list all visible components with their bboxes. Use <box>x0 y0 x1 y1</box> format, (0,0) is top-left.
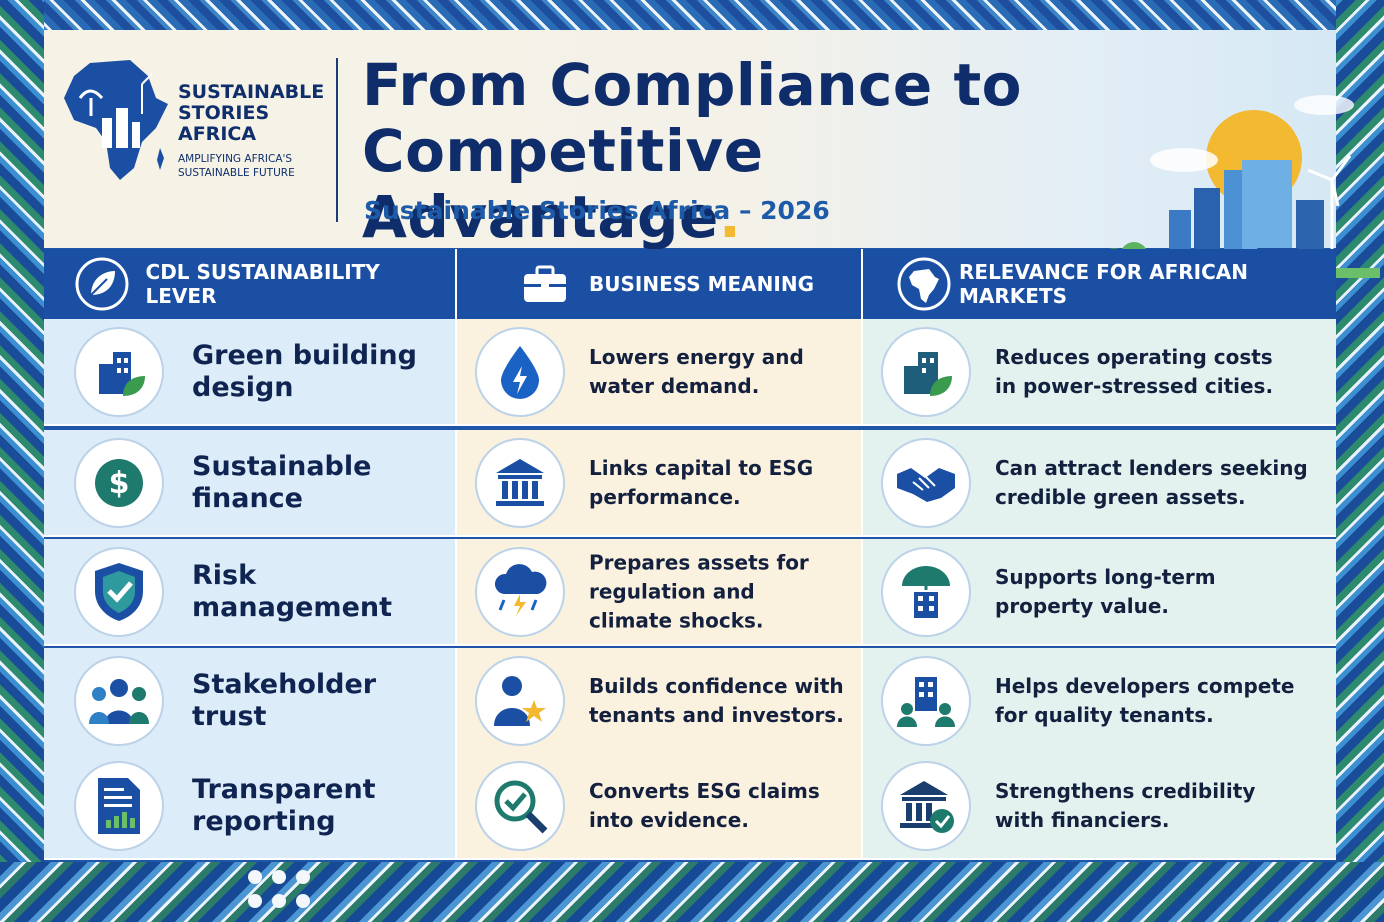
africa-logo-icon <box>64 60 168 180</box>
umbrella-building-icon <box>881 546 971 637</box>
dollar-icon: $ <box>74 437 164 528</box>
africa-map-icon <box>897 256 951 312</box>
briefcase-icon <box>517 256 573 312</box>
page-title: From Compliance to Competitive Advantage… <box>362 52 1122 250</box>
decorative-border-left <box>0 0 44 922</box>
decorative-border-right <box>1336 0 1384 922</box>
brand-name-line3: AFRICA <box>178 123 257 145</box>
magnifier-check-icon <box>475 760 565 851</box>
green-building-icon <box>74 326 164 417</box>
column-header-meaning: BUSINESS MEANING <box>457 249 863 319</box>
brand-name-line1: SUSTAINABLE <box>178 81 325 103</box>
header-divider <box>336 58 338 222</box>
decorative-border-top <box>0 0 1384 30</box>
people-group-icon <box>74 655 164 746</box>
leaf-icon <box>74 256 130 312</box>
brand-tagline-line1: AMPLIFYING AFRICA'S <box>178 153 293 165</box>
column-header-relevance: RELEVANCE FOR AFRICAN MARKETS <box>863 249 1336 319</box>
column-header-lever: CDL SUSTAINABILITY LEVER <box>44 249 457 319</box>
building-leaf-icon <box>881 326 971 417</box>
shield-check-icon <box>74 546 164 637</box>
column-header-relevance-label: RELEVANCE FOR AFRICAN MARKETS <box>959 260 1249 308</box>
person-star-icon <box>475 655 565 746</box>
page-title-line1: From Compliance to <box>362 51 1023 119</box>
title-accent-dot: . <box>718 183 742 251</box>
report-chart-icon <box>74 760 164 851</box>
decorative-border-bottom <box>0 862 1384 922</box>
brand-tagline-line2: SUSTAINABLE FUTURE <box>178 167 295 179</box>
building-people-icon <box>881 655 971 746</box>
decorative-dots <box>248 870 310 908</box>
column-header-lever-label: CDL SUSTAINABILITY LEVER <box>145 260 380 308</box>
page-title-line2: Competitive Advantage <box>362 117 764 251</box>
comparison-table: CDL SUSTAINABILITY LEVER BUSINESS MEANIN… <box>44 249 1336 862</box>
header-banner: SUSTAINABLE STORIES AFRICA AMPLIFYING AF… <box>44 30 1380 278</box>
water-energy-drop-icon <box>475 326 565 417</box>
bank-check-icon <box>881 760 971 851</box>
svg-text:$: $ <box>109 466 130 501</box>
table-header: CDL SUSTAINABILITY LEVER BUSINESS MEANIN… <box>44 249 1336 319</box>
column-header-meaning-label: BUSINESS MEANING <box>589 272 814 296</box>
brand-name-line2: STORIES <box>178 102 270 124</box>
bank-icon <box>475 437 565 528</box>
brand-tagline: AMPLIFYING AFRICA'S SUSTAINABLE FUTURE <box>178 152 328 180</box>
page-subtitle: Sustainable Stories Africa – 2026 <box>364 196 830 225</box>
brand-name: SUSTAINABLE STORIES AFRICA <box>178 82 324 145</box>
storm-cloud-icon <box>475 546 565 637</box>
handshake-icon <box>881 437 971 528</box>
